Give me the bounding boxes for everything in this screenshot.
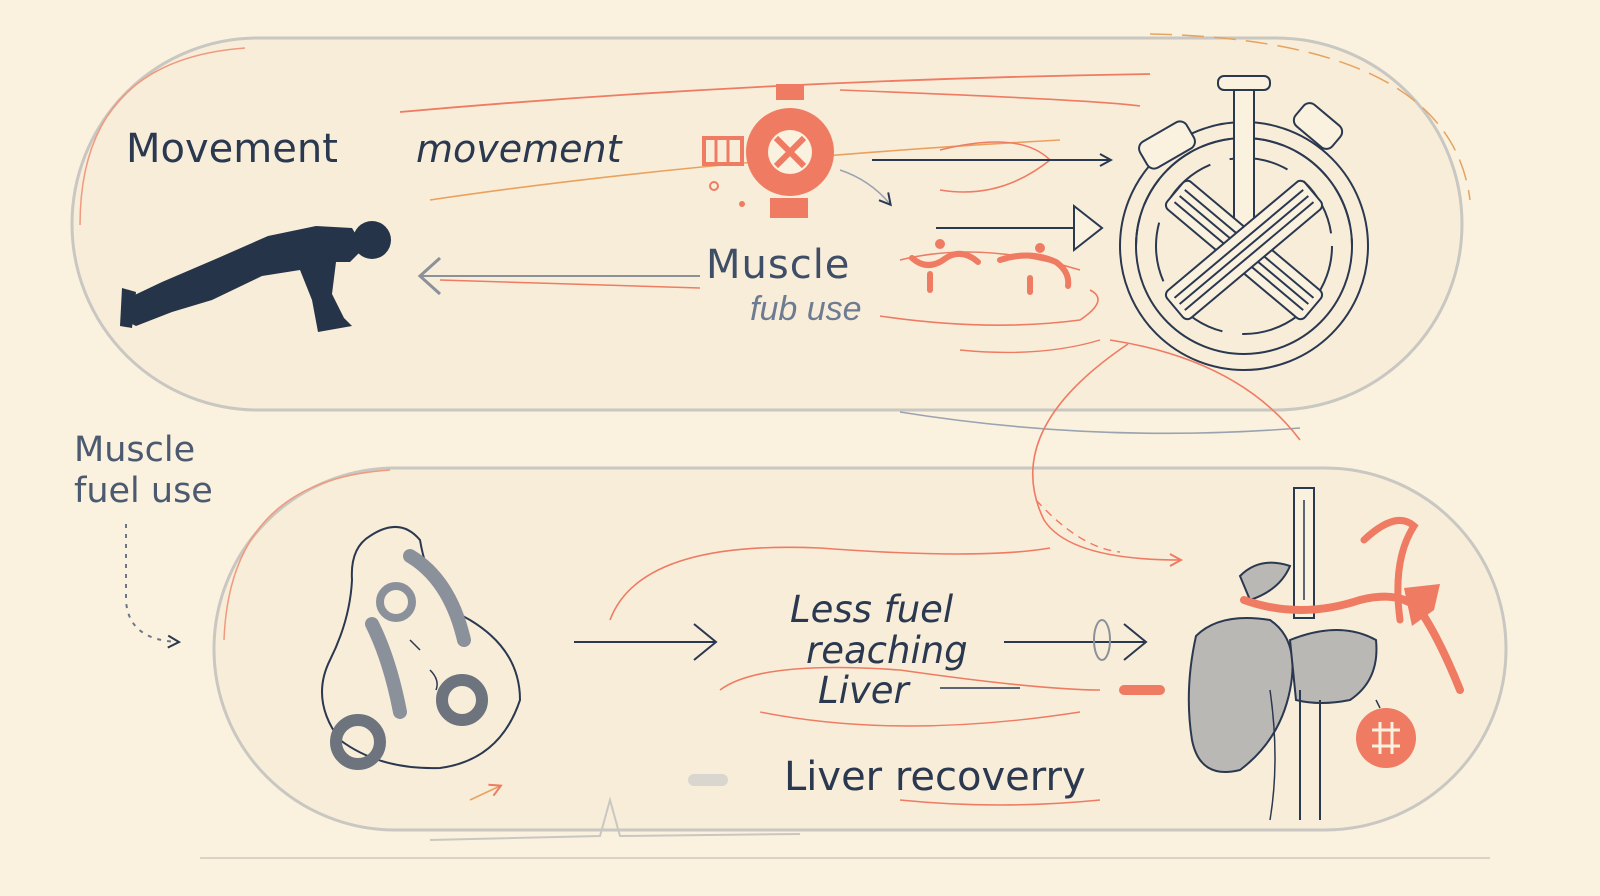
- muscle-sub-label: fub use: [750, 290, 862, 328]
- movement-label: Movement: [126, 126, 338, 172]
- less-fuel-line2: reaching: [806, 628, 968, 672]
- muscle-fiber-circle-icon: [1119, 75, 1369, 371]
- push-up-person-icon: [120, 221, 391, 332]
- top-arrows: [417, 160, 1110, 296]
- less-fuel-line3: Liver: [818, 669, 909, 713]
- connector-arrows: [125, 343, 1180, 642]
- coral-gear-icon: [702, 84, 834, 218]
- digestive-organs-icon: [321, 526, 522, 770]
- side-label-line2: fuel use: [74, 471, 213, 512]
- side-label-line1: Muscle: [74, 430, 196, 470]
- top-panel: [70, 33, 1471, 412]
- liver-recovery-label: Liver recoverry: [784, 754, 1086, 800]
- less-fuel-label: Less fuel reaching Liver: [790, 588, 968, 713]
- muscle-label: Muscle: [706, 242, 851, 288]
- movement-italic-label: movement: [416, 127, 622, 171]
- coral-squiggle-glyphs: [909, 239, 1072, 295]
- bottom-sketch-lines: [429, 546, 1165, 841]
- liver-organ-icon: [1187, 487, 1464, 821]
- bottom-arrows: [574, 619, 1148, 661]
- less-fuel-line1: Less fuel: [790, 588, 954, 631]
- side-label: Muscle fuel use: [74, 430, 213, 513]
